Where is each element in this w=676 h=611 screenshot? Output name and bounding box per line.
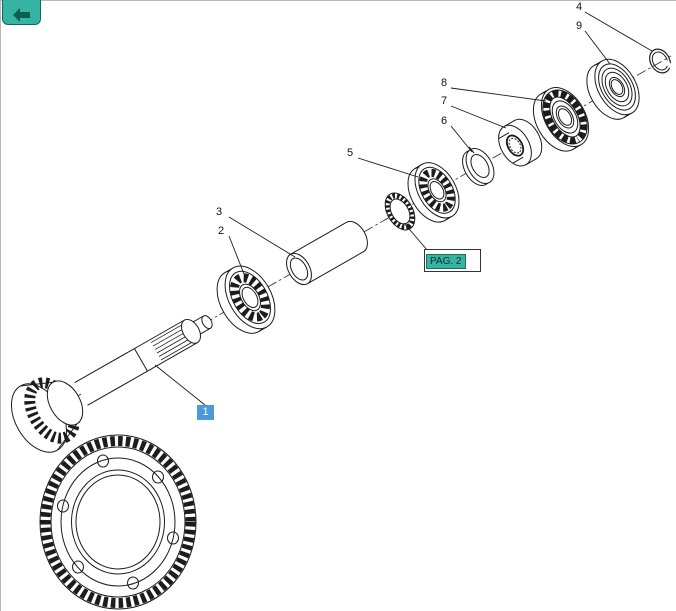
page-link-box[interactable]: PAG. 2 bbox=[424, 249, 481, 272]
leader-9 bbox=[584, 30, 611, 65]
callout-3[interactable]: 3 bbox=[216, 206, 223, 218]
callout-5[interactable]: 5 bbox=[347, 147, 354, 159]
shim-ring bbox=[384, 192, 416, 231]
catalog-nav-icon-glyph bbox=[12, 8, 30, 22]
leader-4 bbox=[584, 11, 653, 52]
callout-6[interactable]: 6 bbox=[441, 115, 448, 127]
lock-washer bbox=[462, 146, 495, 186]
snap-ring bbox=[649, 48, 676, 74]
bevel-pinion-shaft bbox=[10, 315, 213, 453]
callout-7[interactable]: 7 bbox=[441, 95, 448, 107]
bearing-pilot bbox=[407, 162, 460, 223]
leader-pag2 bbox=[403, 222, 429, 252]
bolt-hole bbox=[97, 454, 109, 468]
bolt-hole bbox=[127, 576, 139, 590]
bolt-hole bbox=[152, 470, 164, 484]
bolt-hole bbox=[57, 499, 69, 513]
bolt-hole bbox=[167, 531, 179, 545]
leader-7 bbox=[450, 105, 507, 129]
callout-2[interactable]: 2 bbox=[218, 225, 225, 237]
tapered-bearing-inner bbox=[216, 265, 276, 334]
catalog-nav-icon[interactable] bbox=[2, 0, 41, 25]
callout-9[interactable]: 9 bbox=[576, 20, 583, 32]
callout-4[interactable]: 4 bbox=[576, 1, 583, 13]
leader-6 bbox=[450, 125, 473, 153]
leader-1 bbox=[154, 364, 206, 406]
leader-5 bbox=[357, 157, 419, 178]
ring-nut bbox=[498, 118, 543, 167]
spacer-tube bbox=[286, 220, 368, 286]
callout-8[interactable]: 8 bbox=[441, 77, 448, 89]
leader-3 bbox=[228, 216, 296, 258]
page-link-label[interactable]: PAG. 2 bbox=[426, 254, 466, 269]
leader-8 bbox=[450, 87, 547, 102]
leader-2 bbox=[228, 235, 245, 275]
bearing-dark bbox=[532, 87, 590, 152]
bearing-outer bbox=[586, 58, 640, 120]
ring-gear bbox=[39, 434, 197, 610]
leader-lines bbox=[154, 11, 653, 406]
bolt-hole bbox=[72, 560, 84, 574]
callout-1[interactable]: 1 bbox=[197, 405, 214, 420]
